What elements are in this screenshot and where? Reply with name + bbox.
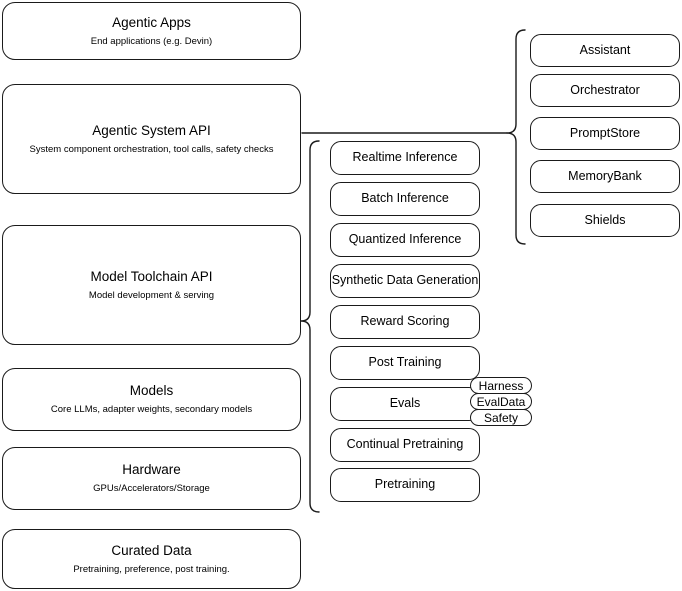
system-component-label: Assistant — [579, 42, 631, 57]
layer-subtitle: End applications (e.g. Devin) — [90, 35, 213, 47]
system-component-label: MemoryBank — [568, 168, 642, 183]
layer-title: Agentic Apps — [112, 14, 191, 30]
system-component-label: Shields — [584, 212, 626, 227]
layer-title: Model Toolchain API — [90, 268, 213, 284]
evals-badge-label: Harness — [478, 378, 524, 393]
capability-box[interactable]: Synthetic Data Generation — [330, 264, 480, 298]
layer-title: Models — [129, 383, 174, 399]
layer-subtitle: Pretraining, preference, post training. — [73, 563, 230, 575]
system-component-box[interactable]: Shields — [530, 204, 680, 237]
capability-box[interactable]: Post Training — [330, 346, 480, 380]
capability-label: Post Training — [368, 355, 442, 370]
evals-badge-label: Safety — [483, 410, 519, 425]
capability-label: Pretraining — [374, 477, 436, 492]
capability-label: Evals — [389, 396, 421, 411]
layer-subtitle: Core LLMs, adapter weights, secondary mo… — [50, 404, 253, 415]
layer-title: Hardware — [122, 462, 181, 478]
system-brace — [506, 29, 526, 245]
capability-box[interactable]: Batch Inference — [330, 182, 480, 216]
system-component-box[interactable]: Assistant — [530, 34, 680, 67]
capability-label: Realtime Inference — [352, 150, 458, 165]
capability-box[interactable]: Realtime Inference — [330, 141, 480, 175]
capability-label: Batch Inference — [361, 191, 449, 206]
system-component-box[interactable]: PromptStore — [530, 117, 680, 150]
layer-title: Curated Data — [111, 542, 192, 558]
layer-title: Agentic System API — [92, 122, 211, 138]
evals-badge[interactable]: Harness — [470, 377, 532, 394]
capability-label: Synthetic Data Generation — [331, 273, 479, 288]
system-component-label: Orchestrator — [570, 82, 640, 97]
capability-box[interactable]: Pretraining — [330, 468, 480, 502]
toolchain-brace — [300, 140, 320, 513]
capability-box[interactable]: Evals — [330, 387, 480, 421]
layer-subtitle: GPUs/Accelerators/Storage — [93, 483, 210, 494]
capability-box[interactable]: Continual Pretraining — [330, 428, 480, 462]
layer-box-model-toolchain-api[interactable]: Model Toolchain API Model development & s… — [2, 225, 301, 345]
layer-subtitle: System component orchestration, tool cal… — [29, 143, 274, 155]
evals-badge-label: EvalData — [476, 394, 526, 409]
capability-label: Quantized Inference — [348, 232, 462, 247]
capability-label: Reward Scoring — [360, 314, 450, 329]
evals-badge[interactable]: EvalData — [470, 393, 532, 410]
layer-subtitle: Model development & serving — [88, 289, 215, 301]
capability-box[interactable]: Quantized Inference — [330, 223, 480, 257]
system-component-box[interactable]: MemoryBank — [530, 160, 680, 193]
system-component-box[interactable]: Orchestrator — [530, 74, 680, 107]
layer-box-agentic-system-api[interactable]: Agentic System API System component orche… — [2, 84, 301, 194]
capability-box[interactable]: Reward Scoring — [330, 305, 480, 339]
system-component-label: PromptStore — [569, 125, 641, 140]
evals-badge[interactable]: Safety — [470, 409, 532, 426]
capability-label: Continual Pretraining — [346, 437, 464, 452]
